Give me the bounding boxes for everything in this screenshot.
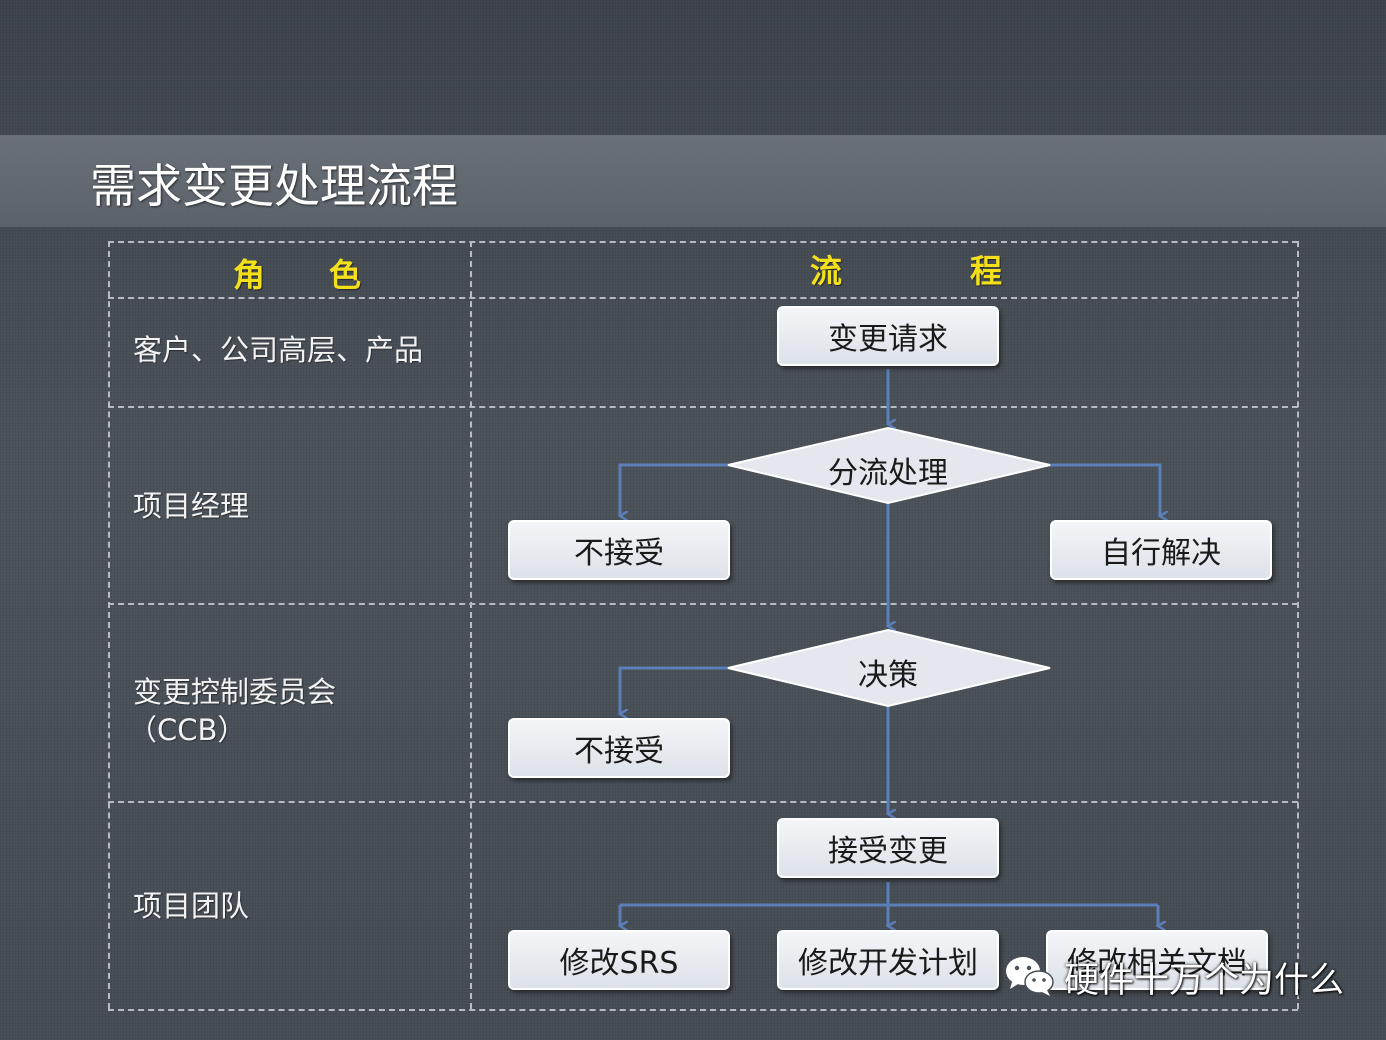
arrow-decision-to-reject [620, 666, 728, 714]
title-band [0, 135, 1386, 227]
node-modify-docs: 修改相关文档 [1046, 930, 1268, 990]
table-column-divider [470, 241, 472, 1009]
watermark-text: 硬件十万个为什么 [1064, 961, 1345, 1001]
table-border-bottom [108, 1009, 1298, 1011]
table-divider-row3 [108, 801, 1298, 803]
watermark: 硬件十万个为什么 [1004, 952, 1344, 1003]
node-self-resolve: 自行解决 [1050, 520, 1272, 580]
node-modify-srs: 修改SRS [508, 930, 730, 990]
node-reject-pm: 不接受 [508, 520, 730, 580]
process-column-header: 流 程 [810, 252, 1003, 290]
role-project-team: 项目团队 [133, 889, 250, 923]
role-ccb-abbr: （CCB） [128, 713, 247, 747]
arrow-triage-to-reject [620, 463, 728, 516]
node-change-request: 变更请求 [777, 306, 999, 366]
table-border-right [1297, 241, 1299, 1009]
branch-accept-horizontal [620, 882, 1158, 907]
table-border-top [108, 241, 1298, 243]
diamond-decision [727, 628, 1051, 708]
node-triage: 分流处理 [828, 456, 948, 491]
table-divider-row1 [108, 406, 1298, 408]
diamond-triage [727, 426, 1051, 505]
role-project-manager: 项目经理 [133, 489, 250, 523]
table-divider-header [108, 297, 1298, 299]
role-ccb: 变更控制委员会 [133, 675, 337, 709]
node-decision: 决策 [858, 658, 918, 693]
table-border-left [108, 241, 110, 1009]
node-modify-plan: 修改开发计划 [777, 930, 999, 990]
node-accept-change: 接受变更 [777, 818, 999, 878]
wechat-icon [1004, 954, 1056, 1002]
arrow-triage-to-self-resolve [1050, 463, 1160, 516]
table-divider-row2 [108, 603, 1298, 605]
node-reject-ccb: 不接受 [508, 718, 730, 778]
role-column-header: 角 色 [233, 256, 362, 294]
page-title: 需求变更处理流程 [90, 159, 458, 213]
role-customer: 客户、公司高层、产品 [133, 333, 424, 367]
